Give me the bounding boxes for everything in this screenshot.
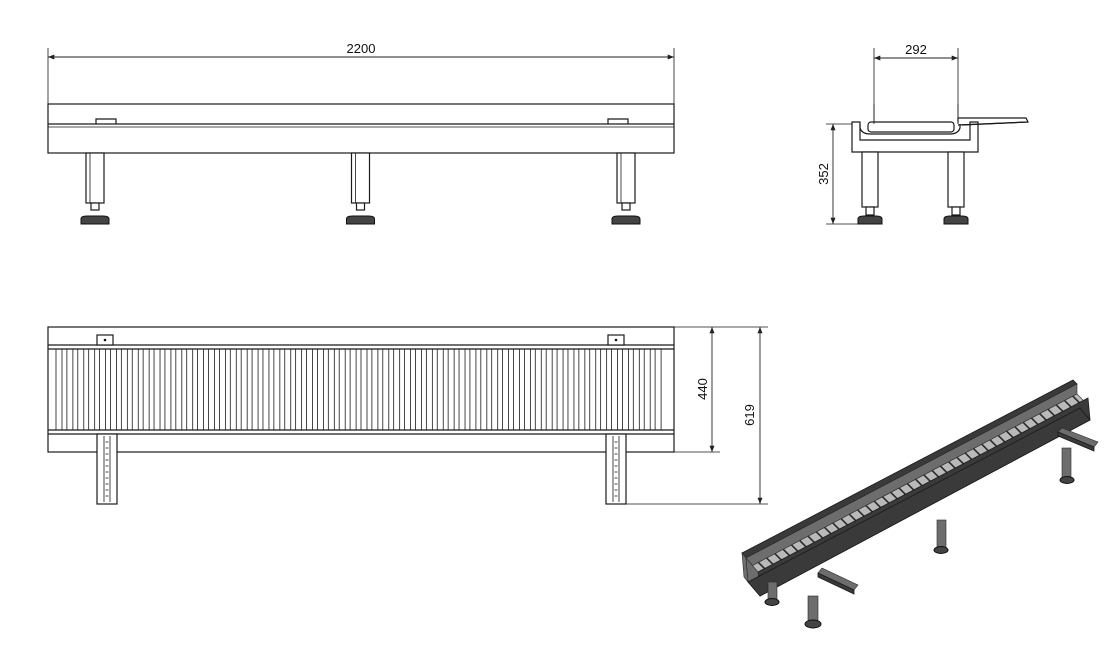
dimension-label-height: 352 (816, 163, 831, 185)
side-leg-left (857, 151, 883, 225)
top-roller (404, 348, 411, 431)
top-roller (643, 348, 651, 431)
iso-leg-back-right (1059, 447, 1075, 484)
side-view: 292 352 (816, 42, 1029, 225)
dimension-top-width: 440 (674, 326, 720, 453)
front-bracket-right (607, 118, 629, 124)
iso-leg-front-left (764, 581, 780, 606)
top-roller (284, 348, 292, 431)
top-roller (556, 348, 564, 431)
top-roller (317, 348, 324, 431)
front-leg (611, 152, 641, 225)
top-roller (447, 348, 455, 431)
front-legs (80, 152, 641, 225)
top-roller (99, 348, 106, 431)
top-roller (208, 348, 215, 431)
top-roller (534, 348, 542, 431)
top-roller (164, 348, 172, 431)
top-roller (622, 348, 629, 431)
top-roller (218, 348, 226, 431)
top-roller (436, 348, 444, 431)
top-roller (175, 348, 183, 431)
top-roller (55, 348, 63, 431)
isometric-view (741, 379, 1099, 629)
dimension-front-length: 2200 (47, 41, 675, 104)
top-roller (415, 348, 422, 431)
top-roller (589, 348, 597, 431)
top-roller (632, 348, 640, 431)
top-roller (153, 348, 161, 431)
iso-bracket-right (1057, 427, 1099, 452)
top-roller (349, 348, 357, 431)
front-bracket-left (95, 118, 117, 124)
dimension-label-top-width: 440 (695, 378, 710, 400)
top-roller (327, 348, 335, 431)
iso-leg-front-right (804, 595, 822, 629)
top-roller (654, 348, 662, 431)
top-roller (142, 348, 150, 431)
top-roller (371, 348, 379, 431)
top-roller (306, 348, 313, 431)
top-roller (295, 348, 303, 431)
top-roller (611, 348, 618, 431)
top-roller (578, 348, 586, 431)
top-roller (197, 348, 204, 431)
top-leg-right (605, 433, 627, 505)
top-roller (567, 348, 575, 431)
top-roller (491, 348, 499, 431)
top-roller (240, 348, 248, 431)
dimension-top-overall: 619 (626, 326, 768, 505)
side-leg-right (943, 151, 969, 225)
top-roller (545, 348, 553, 431)
top-rollers (55, 348, 662, 431)
top-roller (273, 348, 281, 431)
top-roller (523, 348, 531, 431)
top-roller (120, 348, 128, 431)
top-roller (229, 348, 237, 431)
iso-leg-middle (933, 519, 949, 554)
top-view: 440 619 (47, 326, 768, 505)
dimension-label-width: 292 (905, 42, 927, 57)
top-roller (262, 348, 270, 431)
top-roller (480, 348, 488, 431)
top-roller (469, 348, 477, 431)
top-roller (131, 348, 139, 431)
top-roller (251, 348, 259, 431)
top-roller (77, 348, 85, 431)
top-roller (382, 348, 390, 431)
iso-far-rail (741, 379, 1078, 559)
front-leg (346, 152, 375, 225)
top-roller (360, 348, 368, 431)
top-roller (88, 348, 96, 431)
top-roller (338, 348, 346, 431)
side-roller (867, 121, 955, 133)
front-leg (80, 152, 110, 225)
top-roller (425, 348, 433, 431)
top-leg-left (96, 433, 118, 505)
top-roller (502, 348, 509, 431)
front-view: 2200 (47, 41, 675, 225)
top-roller (458, 348, 466, 431)
top-roller (600, 348, 608, 431)
top-roller (66, 348, 74, 431)
top-roller (110, 348, 117, 431)
top-roller (513, 348, 520, 431)
dimension-label-length: 2200 (347, 41, 376, 56)
front-frame-rail (47, 103, 675, 154)
dimension-side-width: 292 (873, 42, 959, 124)
iso-bracket-left (817, 567, 859, 595)
dimension-label-top-overall: 619 (742, 404, 757, 426)
top-roller (393, 348, 401, 431)
top-roller (186, 348, 194, 431)
